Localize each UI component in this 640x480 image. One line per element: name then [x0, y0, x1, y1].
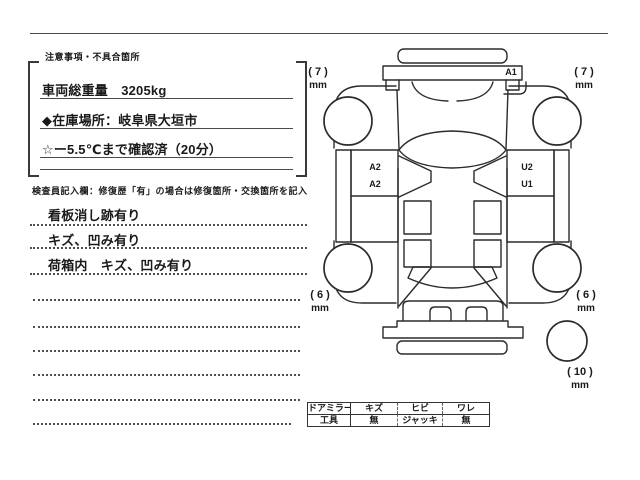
dotted-writing-line-empty — [33, 326, 300, 328]
inspector-section-header: 検査員記入欄：修復歴「有」の場合は修復箇所・交換箇所を記入 — [32, 186, 308, 196]
note-row-stock-location: ◆在庫場所：岐阜県大垣市 — [42, 113, 198, 128]
panel-label-u2: U2 — [521, 162, 533, 172]
inspector-row-scratch-dent: キズ、凹み有り — [48, 233, 141, 248]
inspector-row-cargo-box: 荷箱内 キズ、凹み有り — [48, 258, 194, 273]
panel-label-a2-upper: A2 — [369, 162, 381, 172]
top-divider-line — [30, 33, 608, 34]
tread-depth-spare: 10 mm — [562, 366, 598, 392]
front-panel-bar — [382, 65, 523, 81]
equipment-table: ドアミラー キズ ヒビ ワレ 工具 無 ジャッキ 無 — [307, 402, 490, 427]
table-cell-tools-none: 無 — [350, 414, 397, 426]
wheel-rear-left — [323, 243, 373, 293]
note-underline — [40, 128, 293, 129]
bed-panel-left-upper — [403, 200, 432, 235]
table-cell-jack-none: 無 — [442, 414, 489, 426]
rear-band-tab-left — [429, 306, 452, 321]
dotted-writing-line-empty — [33, 299, 300, 301]
panel-label-a2-lower: A2 — [369, 179, 381, 189]
tread-unit: mm — [309, 80, 327, 91]
tread-depth-front-right: 7 mm — [566, 66, 602, 92]
table-cell-break: ワレ — [442, 403, 489, 414]
wheel-front-left — [323, 96, 373, 146]
cab-roof — [398, 130, 507, 169]
front-panel-tab-right — [505, 79, 520, 91]
tread-value: 6 — [568, 289, 604, 302]
rear-bumper-trim — [396, 340, 508, 355]
notes-box-bracket-right — [296, 61, 307, 177]
side-panel-right-outer — [553, 149, 570, 243]
cab-side-left — [396, 89, 400, 150]
tread-depth-rear-left: 6 mm — [302, 289, 338, 315]
tread-unit: mm — [577, 303, 595, 314]
dotted-writing-line — [30, 224, 307, 226]
note-underline-empty — [40, 169, 293, 170]
windshield-arc-left — [411, 81, 449, 102]
tread-unit: mm — [571, 380, 589, 391]
bed-brace-top-right — [473, 155, 507, 198]
front-bumper-top-bar — [397, 48, 508, 64]
table-cell-jack: ジャッキ — [397, 414, 442, 426]
tread-value: 6 — [302, 289, 338, 302]
notes-box-bracket-left — [28, 61, 39, 177]
wheel-front-right — [532, 96, 582, 146]
spare-tire — [546, 320, 588, 362]
tread-depth-rear-right: 6 mm — [568, 289, 604, 315]
rear-gate-arc — [407, 266, 498, 289]
bed-brace-bottom-right — [473, 267, 507, 307]
table-cell-crack: ヒビ — [397, 403, 442, 414]
tread-value: 7 — [300, 66, 336, 79]
dotted-writing-line — [30, 247, 307, 249]
bed-panel-left-lower — [403, 239, 432, 268]
note-row-gross-weight: 車両総重量 3205kg — [42, 83, 167, 98]
a1-label-bracket — [503, 81, 527, 95]
note-underline — [40, 157, 293, 158]
rear-bumper-bar — [382, 320, 524, 339]
dotted-writing-line-empty — [33, 350, 300, 352]
panel-label-u1: U1 — [521, 179, 533, 189]
rear-band-tab-right — [465, 306, 488, 321]
tread-unit: mm — [575, 80, 593, 91]
tread-value: 7 — [566, 66, 602, 79]
dotted-writing-line-empty — [33, 399, 300, 401]
table-cell-tools: 工具 — [308, 414, 350, 426]
bed-brace-top-left — [398, 155, 432, 198]
table-cell-scratch: キズ — [350, 403, 397, 414]
note-row-temp-check: ☆ー5.5℃まで確認済（20分） — [42, 142, 223, 157]
wheel-rear-right — [532, 243, 582, 293]
cab-side-right — [505, 89, 509, 150]
rear-band — [402, 300, 504, 321]
windshield-arc-right — [456, 81, 494, 102]
notes-box-header: 注意事項・不具合箇所 — [45, 52, 141, 62]
dotted-writing-line-empty — [33, 423, 291, 425]
bed-panel-right-lower — [473, 239, 502, 268]
inspector-row-sign-removal: 看板消し跡有り — [48, 208, 141, 223]
bed-brace-bottom-left — [398, 267, 432, 307]
front-panel-tab-left — [385, 79, 400, 91]
dotted-writing-line — [30, 273, 307, 275]
tread-depth-front-left: 7 mm — [300, 66, 336, 92]
panel-label-a1: A1 — [505, 67, 517, 77]
bed-panel-right-upper — [473, 200, 502, 235]
note-underline — [40, 98, 293, 99]
tread-value: 10 — [562, 366, 598, 379]
table-cell-door-mirror: ドアミラー — [308, 403, 350, 413]
truck-top-view-diagram — [323, 48, 588, 362]
dotted-writing-line-empty — [33, 374, 300, 376]
tread-unit: mm — [311, 303, 329, 314]
side-panel-left-outer — [335, 149, 352, 243]
